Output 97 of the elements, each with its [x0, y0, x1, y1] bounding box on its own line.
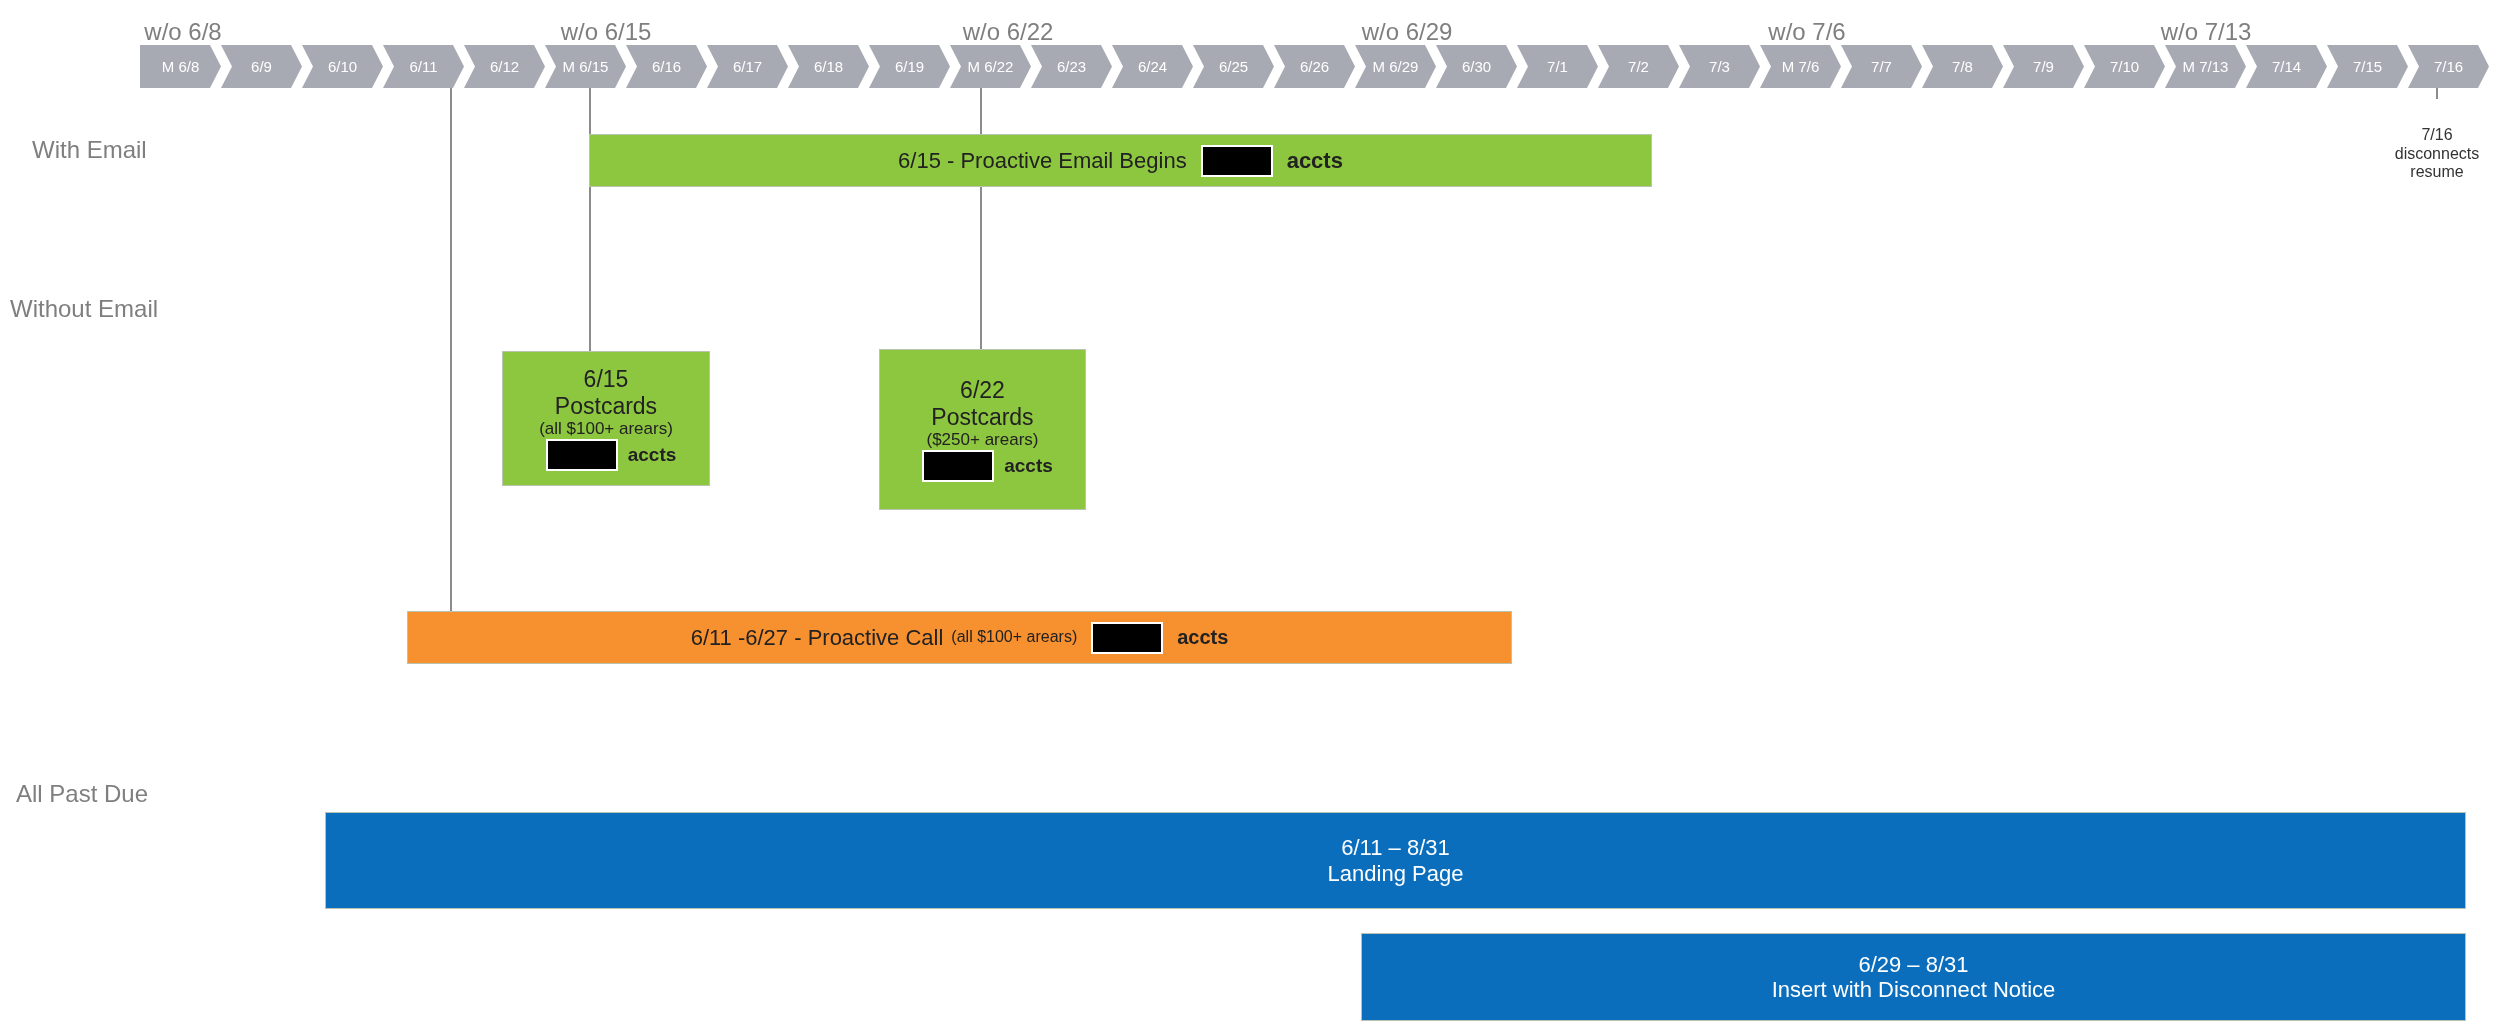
date-label: M 7/13 [2182, 58, 2229, 75]
date-label: 7/9 [2033, 58, 2054, 75]
date-step [545, 45, 626, 88]
date-step [707, 45, 788, 88]
date-step [2246, 45, 2327, 88]
week-label: w/o 7/6 [1768, 17, 1846, 46]
date-label: 7/8 [1952, 58, 1973, 75]
date-step [1274, 45, 1355, 88]
date-label: 7/1 [1547, 58, 1568, 75]
week-label: w/o 6/22 [962, 17, 1054, 46]
date-label: 7/7 [1871, 58, 1892, 75]
date-step [626, 45, 707, 88]
date-label: 6/9 [251, 58, 272, 75]
date-label: 6/17 [732, 58, 763, 75]
bar-label: 6/15 - Proactive Email Begins [898, 147, 1187, 174]
date-label: 7/14 [2271, 58, 2302, 75]
bar-label: 6/11 – 8/31 [1341, 835, 1450, 861]
date-label: M 7/6 [1781, 58, 1820, 75]
bar-label: (all $100+ arears) [539, 419, 673, 439]
date-step [140, 45, 221, 88]
bar-label: accts [627, 443, 677, 466]
bar-label: (all $100+ arears) [951, 628, 1078, 647]
week-label: w/o 6/15 [560, 17, 652, 46]
bar-label: 6/29 – 8/31 [1858, 951, 1969, 977]
postcard-box [502, 351, 710, 486]
week-label: w/o 6/8 [144, 17, 222, 46]
date-label: M 6/8 [161, 58, 200, 75]
date-label: 6/26 [1299, 58, 1330, 75]
date-label: 6/24 [1137, 58, 1168, 75]
bar-label: Insert with Disconnect Notice [1771, 977, 2056, 1003]
bar-label: ($250+ arears) [926, 430, 1039, 450]
date-step [2165, 45, 2246, 88]
connector-line [980, 87, 982, 135]
bar-label: accts [1004, 454, 1053, 477]
annotation-text: 7/16 disconnects resume [2393, 126, 2481, 182]
week-label: w/o 7/13 [2160, 17, 2252, 46]
bar-label: 6/15 [583, 366, 629, 393]
row-label: Without Email [10, 294, 159, 323]
date-label: 7/16 [2433, 58, 2464, 75]
row-label: With Email [32, 135, 147, 164]
date-step [1436, 45, 1517, 88]
date-label: 7/3 [1709, 58, 1730, 75]
connector-line [450, 87, 452, 612]
bar-label: accts [1177, 626, 1229, 649]
date-label: 6/12 [489, 58, 520, 75]
timeline-bar [589, 134, 1652, 187]
date-label: 6/10 [327, 58, 358, 75]
date-label: 6/30 [1461, 58, 1492, 75]
bar-label: 6/11 -6/27 - Proactive Call [690, 624, 944, 651]
date-step [1355, 45, 1436, 88]
date-step [1031, 45, 1112, 88]
date-step [1922, 45, 2003, 88]
week-label: w/o 6/29 [1361, 17, 1453, 46]
date-step [1193, 45, 1274, 88]
date-step [788, 45, 869, 88]
date-label: 7/10 [2109, 58, 2140, 75]
date-step [464, 45, 545, 88]
date-label: 6/25 [1218, 58, 1249, 75]
date-step [1679, 45, 1760, 88]
timeline-bar [1361, 933, 2466, 1021]
date-step [869, 45, 950, 88]
date-step [2408, 45, 2489, 88]
date-label: M 6/15 [562, 58, 609, 75]
date-label: 6/16 [651, 58, 682, 75]
date-label: 6/18 [813, 58, 844, 75]
date-label: 7/2 [1628, 58, 1649, 75]
date-step [2327, 45, 2408, 88]
bar-label: Postcards [931, 403, 1034, 431]
connector-line [589, 87, 591, 135]
date-label: 6/11 [409, 58, 438, 75]
date-label: 6/19 [894, 58, 925, 75]
date-step [2084, 45, 2165, 88]
date-step [221, 45, 302, 88]
date-label: M 6/29 [1372, 58, 1419, 75]
date-step [2003, 45, 2084, 88]
timeline-bar [325, 812, 2466, 909]
connector-line [2436, 87, 2438, 100]
connector-line [589, 186, 591, 352]
date-step [1760, 45, 1841, 88]
date-label: 7/15 [2352, 58, 2383, 75]
row-label: All Past Due [16, 779, 149, 808]
connector-line [980, 186, 982, 350]
bar-label: Landing Page [1327, 860, 1464, 886]
timeline-bar [407, 611, 1512, 664]
date-step [950, 45, 1031, 88]
bar-label: accts [1286, 147, 1343, 174]
bar-label: 6/22 [960, 377, 1005, 404]
date-step [1841, 45, 1922, 88]
bar-label: Postcards [554, 392, 658, 420]
date-step [1517, 45, 1598, 88]
date-label: 6/23 [1056, 58, 1087, 75]
date-label: M 6/22 [967, 58, 1014, 75]
postcard-box [879, 349, 1086, 510]
date-step [383, 45, 464, 88]
date-step [1598, 45, 1679, 88]
date-step [302, 45, 383, 88]
date-step [1112, 45, 1193, 88]
